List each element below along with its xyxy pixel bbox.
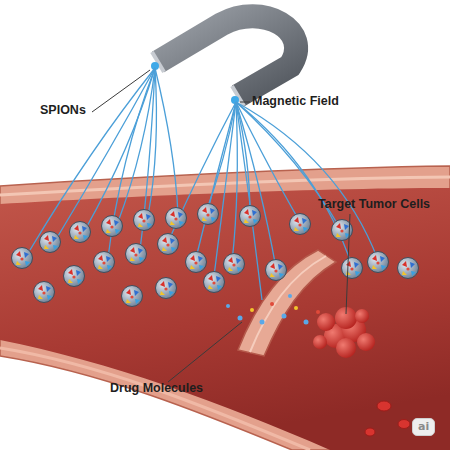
spion-particle <box>34 282 55 303</box>
spion-particle <box>186 252 207 273</box>
watermark: ai <box>412 418 435 436</box>
tumor-cell <box>313 335 327 349</box>
spion-particle <box>266 260 287 281</box>
spion-particle <box>240 206 261 227</box>
red-blood-cell <box>377 401 391 411</box>
spion-particle <box>342 258 363 279</box>
drug-molecule <box>250 308 254 312</box>
spion-particle <box>64 266 85 287</box>
field-line <box>236 102 300 222</box>
field-line <box>236 102 276 268</box>
spion-particle <box>224 254 245 275</box>
spion-particle <box>398 258 419 279</box>
drug-molecule <box>282 314 287 319</box>
spion-particle <box>122 286 143 307</box>
field-line <box>58 68 155 236</box>
spion-particle <box>94 252 115 273</box>
spion-particle <box>204 272 225 293</box>
drug-molecule <box>304 320 309 325</box>
spion-particle <box>126 244 147 265</box>
drug-molecule <box>226 304 230 308</box>
part-label: SPIONs <box>40 104 86 118</box>
drug-molecule <box>316 310 320 314</box>
drug-molecules <box>226 294 320 325</box>
field-lines <box>30 68 378 300</box>
red-blood-cell <box>398 420 410 429</box>
field-line <box>206 102 236 212</box>
spion-particle <box>134 210 155 231</box>
part-label: Drug Molecules <box>110 382 203 396</box>
red-blood-cell <box>365 428 375 436</box>
leader-line <box>168 322 242 382</box>
drug-molecule <box>270 302 274 306</box>
tumor-cell <box>355 309 369 323</box>
field-line <box>236 102 250 214</box>
drug-molecule <box>238 316 243 321</box>
spion-particle <box>290 214 311 235</box>
spion-particle <box>166 208 187 229</box>
tumor-cell <box>336 338 356 358</box>
part-label: Target Tumor Cells <box>318 198 430 212</box>
part-label: Magnetic Field <box>252 95 339 109</box>
wall-highlight <box>0 348 310 450</box>
spion-particle <box>12 248 33 269</box>
field-line <box>232 102 237 262</box>
tumor-cell <box>317 313 335 331</box>
leader-line <box>346 214 350 314</box>
spion-particles <box>12 204 419 307</box>
tumor-cells <box>313 307 375 358</box>
vessel-fold <box>238 250 336 356</box>
field-line <box>196 102 236 258</box>
spion-particle <box>158 234 179 255</box>
leader-line <box>240 102 250 103</box>
field-line <box>148 68 156 216</box>
field-line <box>236 102 378 260</box>
vessel-wall <box>0 166 450 450</box>
spion-particle <box>40 232 61 253</box>
spion-particle <box>102 216 123 237</box>
leader-line <box>92 70 150 112</box>
spion-particle <box>198 204 219 225</box>
spion-particle <box>368 252 389 273</box>
field-line <box>30 68 155 250</box>
horseshoe-magnet <box>158 16 296 96</box>
spion-particle <box>156 278 177 299</box>
spion-particle <box>70 222 91 243</box>
field-line <box>155 68 178 214</box>
fold-highlight <box>250 256 326 352</box>
drug-molecule <box>260 320 265 325</box>
field-line <box>118 68 155 222</box>
tumor-cell <box>357 333 375 351</box>
drug-molecule <box>288 294 292 298</box>
drug-molecule <box>294 306 298 310</box>
vessel-lumen <box>0 188 450 450</box>
